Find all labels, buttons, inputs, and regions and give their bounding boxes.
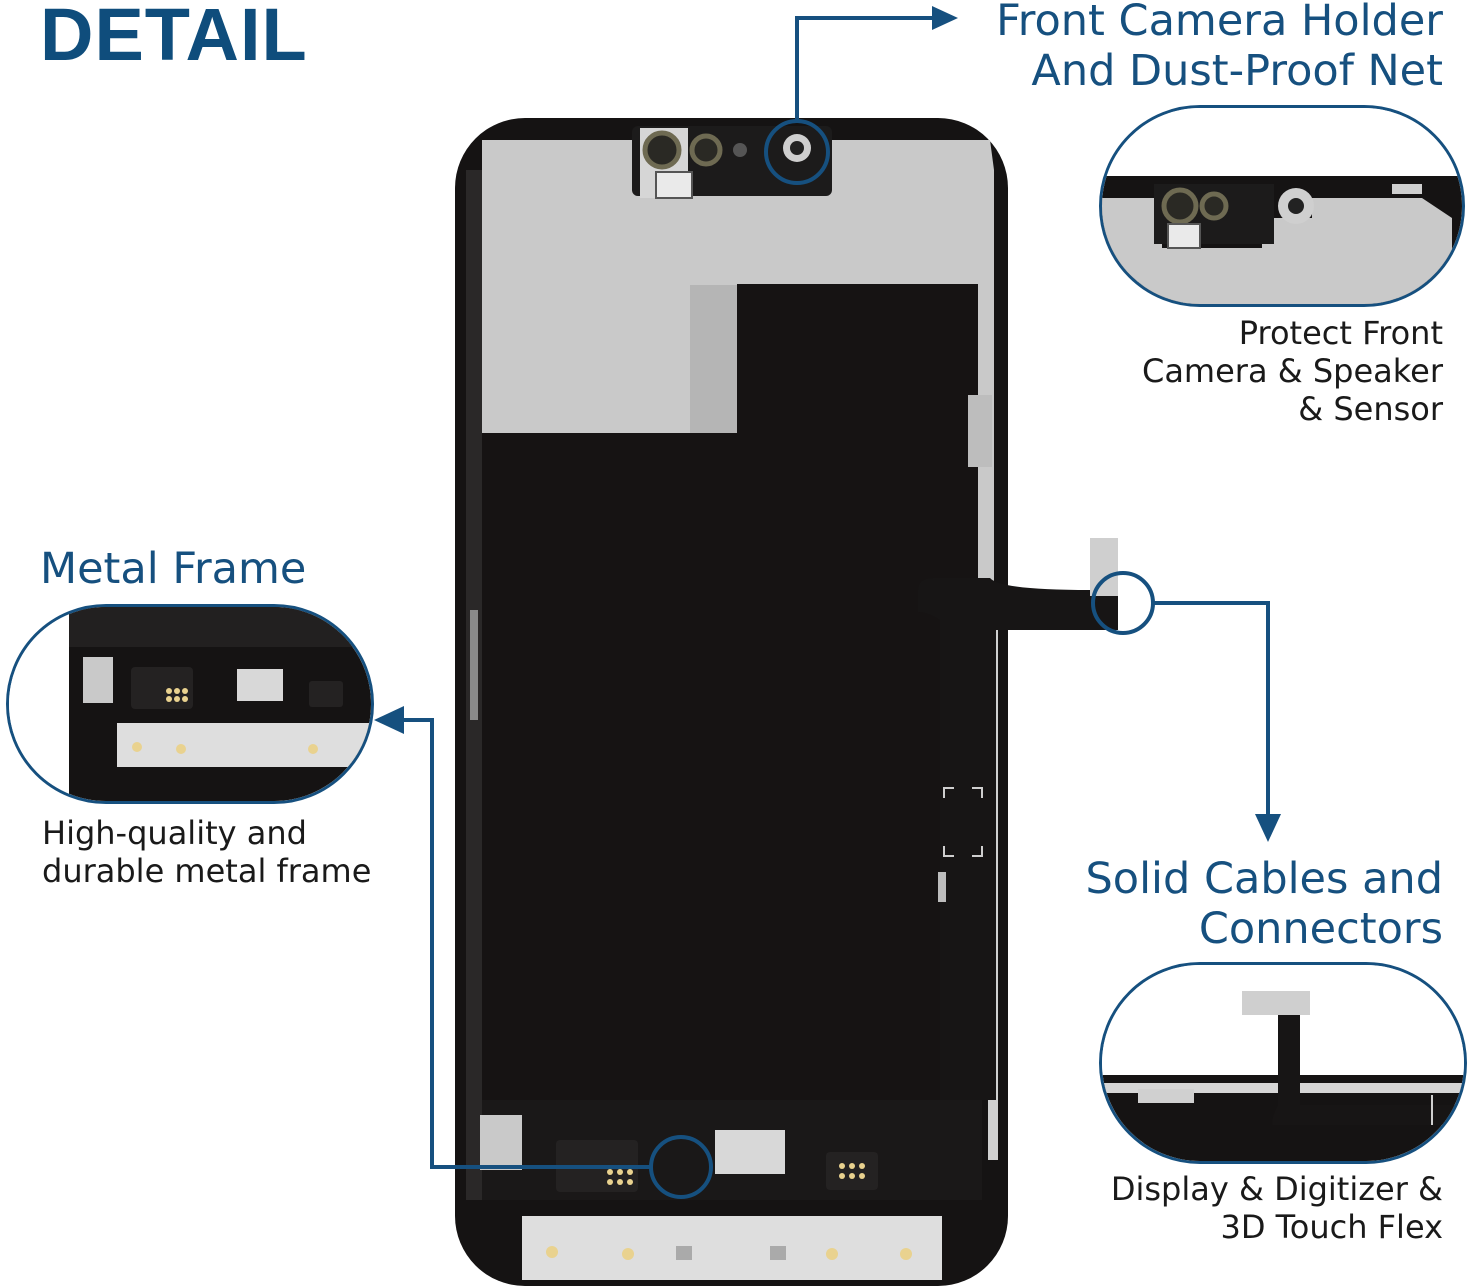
metal-frame-heading-line-1: Metal Frame [40, 544, 307, 594]
cables-heading-line-1: Solid Cables and [1085, 854, 1443, 904]
metal-frame-description: High-quality and durable metal frame [42, 814, 371, 890]
cables-detail-bubble [1099, 962, 1467, 1164]
front-camera-description-line-1: Protect Front [1238, 314, 1443, 352]
front-camera-description: Protect Front Camera & Speaker & Sensor [1142, 314, 1443, 428]
metal-frame-description-line-2: durable metal frame [42, 852, 372, 890]
metal-frame-detail-bubble [6, 604, 374, 804]
cables-description-line-2: 3D Touch Flex [1220, 1208, 1443, 1246]
metal-frame-heading: Metal Frame [40, 544, 306, 594]
cables-description-line-1: Display & Digitizer & [1110, 1170, 1443, 1208]
page-title: DETAIL [40, 0, 308, 76]
front-camera-closeup-image [1102, 108, 1462, 304]
front-camera-heading-line-2: And Dust-Proof Net [1031, 46, 1443, 96]
cables-heading-line-2: Connectors [1198, 904, 1443, 954]
front-camera-detail-bubble [1099, 105, 1465, 307]
front-camera-heading-line-1: Front Camera Holder [996, 0, 1443, 46]
cables-description: Display & Digitizer & 3D Touch Flex [1111, 1170, 1443, 1246]
cables-closeup-image [1102, 965, 1464, 1161]
front-camera-description-line-2: Camera & Speaker [1141, 352, 1443, 390]
metal-frame-description-line-1: High-quality and [42, 814, 307, 852]
front-camera-heading: Front Camera Holder And Dust-Proof Net [996, 0, 1443, 96]
cables-heading: Solid Cables and Connectors [1085, 854, 1443, 954]
metal-frame-closeup-image [9, 607, 371, 801]
front-camera-description-line-3: & Sensor [1298, 390, 1443, 428]
